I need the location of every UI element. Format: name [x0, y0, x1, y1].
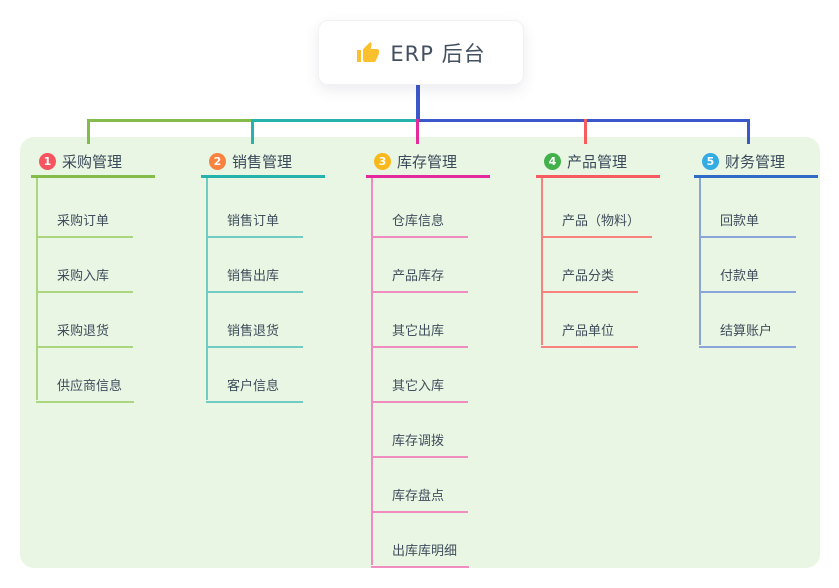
root-node-title: ERP 后台	[390, 41, 486, 66]
branches-panel	[20, 137, 820, 568]
child-node-purchase-inbound[interactable]: 采购入库	[36, 261, 133, 293]
branch-label-finance: 财务管理	[725, 153, 786, 171]
child-node-label: 采购退货	[57, 324, 110, 339]
child-node-label: 其它入库	[392, 379, 445, 394]
child-node-label: 付款单	[720, 269, 760, 284]
child-node-product-category[interactable]: 产品分类	[541, 261, 638, 293]
child-node-stock-count[interactable]: 库存盘点	[371, 481, 468, 513]
child-node-receipt-bill[interactable]: 回款单	[699, 206, 796, 238]
branch-badge-3: 3	[374, 153, 391, 170]
child-node-purchase-order[interactable]: 采购订单	[36, 206, 133, 238]
child-node-other-outbound[interactable]: 其它出库	[371, 316, 468, 348]
child-node-stock-transfer[interactable]: 库存调拨	[371, 426, 468, 458]
child-node-label: 结算账户	[720, 324, 773, 339]
branch-label-inventory: 库存管理	[397, 153, 458, 171]
connector-bus-left	[87, 119, 254, 122]
connector-drop-finance	[747, 119, 750, 144]
child-node-purchase-return[interactable]: 采购退货	[36, 316, 133, 348]
branch-node-product[interactable]: 4 产品管理	[536, 148, 660, 178]
branch-node-inventory[interactable]: 3 库存管理	[366, 148, 490, 178]
child-node-sales-return[interactable]: 销售退货	[206, 316, 303, 348]
child-node-label: 出库库明细	[392, 544, 458, 559]
branch-trunk-sales	[206, 178, 208, 400]
child-node-settlement-account[interactable]: 结算账户	[699, 316, 796, 348]
child-node-label: 产品分类	[562, 269, 615, 284]
child-node-other-inbound[interactable]: 其它入库	[371, 371, 468, 403]
child-node-supplier-info[interactable]: 供应商信息	[36, 371, 135, 403]
child-node-label: 采购订单	[57, 214, 110, 229]
branch-trunk-product	[541, 178, 543, 345]
child-node-product-stock[interactable]: 产品库存	[371, 261, 468, 293]
child-node-outbound-detail[interactable]: 出库库明细	[371, 536, 470, 568]
child-node-label: 库存调拨	[392, 434, 445, 449]
branch-label-product: 产品管理	[567, 153, 628, 171]
child-node-label: 其它出库	[392, 324, 445, 339]
child-node-payment-bill[interactable]: 付款单	[699, 261, 796, 293]
child-node-label: 采购入库	[57, 269, 110, 284]
branch-badge-5: 5	[702, 153, 719, 170]
child-node-customer-info[interactable]: 客户信息	[206, 371, 303, 403]
thumbs-up-icon	[356, 41, 380, 65]
child-node-label: 销售退货	[227, 324, 280, 339]
branch-badge-2: 2	[209, 153, 226, 170]
root-node[interactable]: ERP 后台	[318, 20, 524, 85]
branch-trunk-inventory	[371, 178, 373, 565]
connector-bus-middle	[254, 119, 417, 122]
child-node-label: 客户信息	[227, 379, 280, 394]
child-node-label: 产品库存	[392, 269, 445, 284]
branch-badge-4: 4	[544, 153, 561, 170]
child-node-label: 供应商信息	[57, 379, 123, 394]
branch-label-purchase: 采购管理	[62, 153, 123, 171]
child-node-product-unit[interactable]: 产品单位	[541, 316, 638, 348]
child-node-label: 库存盘点	[392, 489, 445, 504]
branch-trunk-purchase	[36, 178, 38, 400]
branch-node-sales[interactable]: 2 销售管理	[201, 148, 325, 178]
child-node-sales-outbound[interactable]: 销售出库	[206, 261, 303, 293]
child-node-sales-order[interactable]: 销售订单	[206, 206, 303, 238]
connector-drop-sales	[251, 119, 254, 144]
child-node-warehouse-info[interactable]: 仓库信息	[371, 206, 468, 238]
branch-badge-1: 1	[39, 153, 56, 170]
connector-bus-right	[417, 119, 750, 122]
branch-trunk-finance	[699, 178, 701, 345]
connector-drop-purchase	[87, 119, 90, 144]
child-node-label: 产品（物料）	[562, 214, 641, 229]
child-node-product-material[interactable]: 产品（物料）	[541, 206, 653, 238]
child-node-label: 销售出库	[227, 269, 280, 284]
connector-drop-inventory	[416, 119, 419, 144]
branch-label-sales: 销售管理	[232, 153, 293, 171]
child-node-label: 产品单位	[562, 324, 615, 339]
branch-node-purchase[interactable]: 1 采购管理	[31, 148, 155, 178]
child-node-label: 回款单	[720, 214, 760, 229]
connector-drop-product	[584, 119, 587, 144]
branch-node-finance[interactable]: 5 财务管理	[694, 148, 818, 178]
child-node-label: 仓库信息	[392, 214, 445, 229]
connector-root-vertical	[416, 82, 420, 119]
child-node-label: 销售订单	[227, 214, 280, 229]
